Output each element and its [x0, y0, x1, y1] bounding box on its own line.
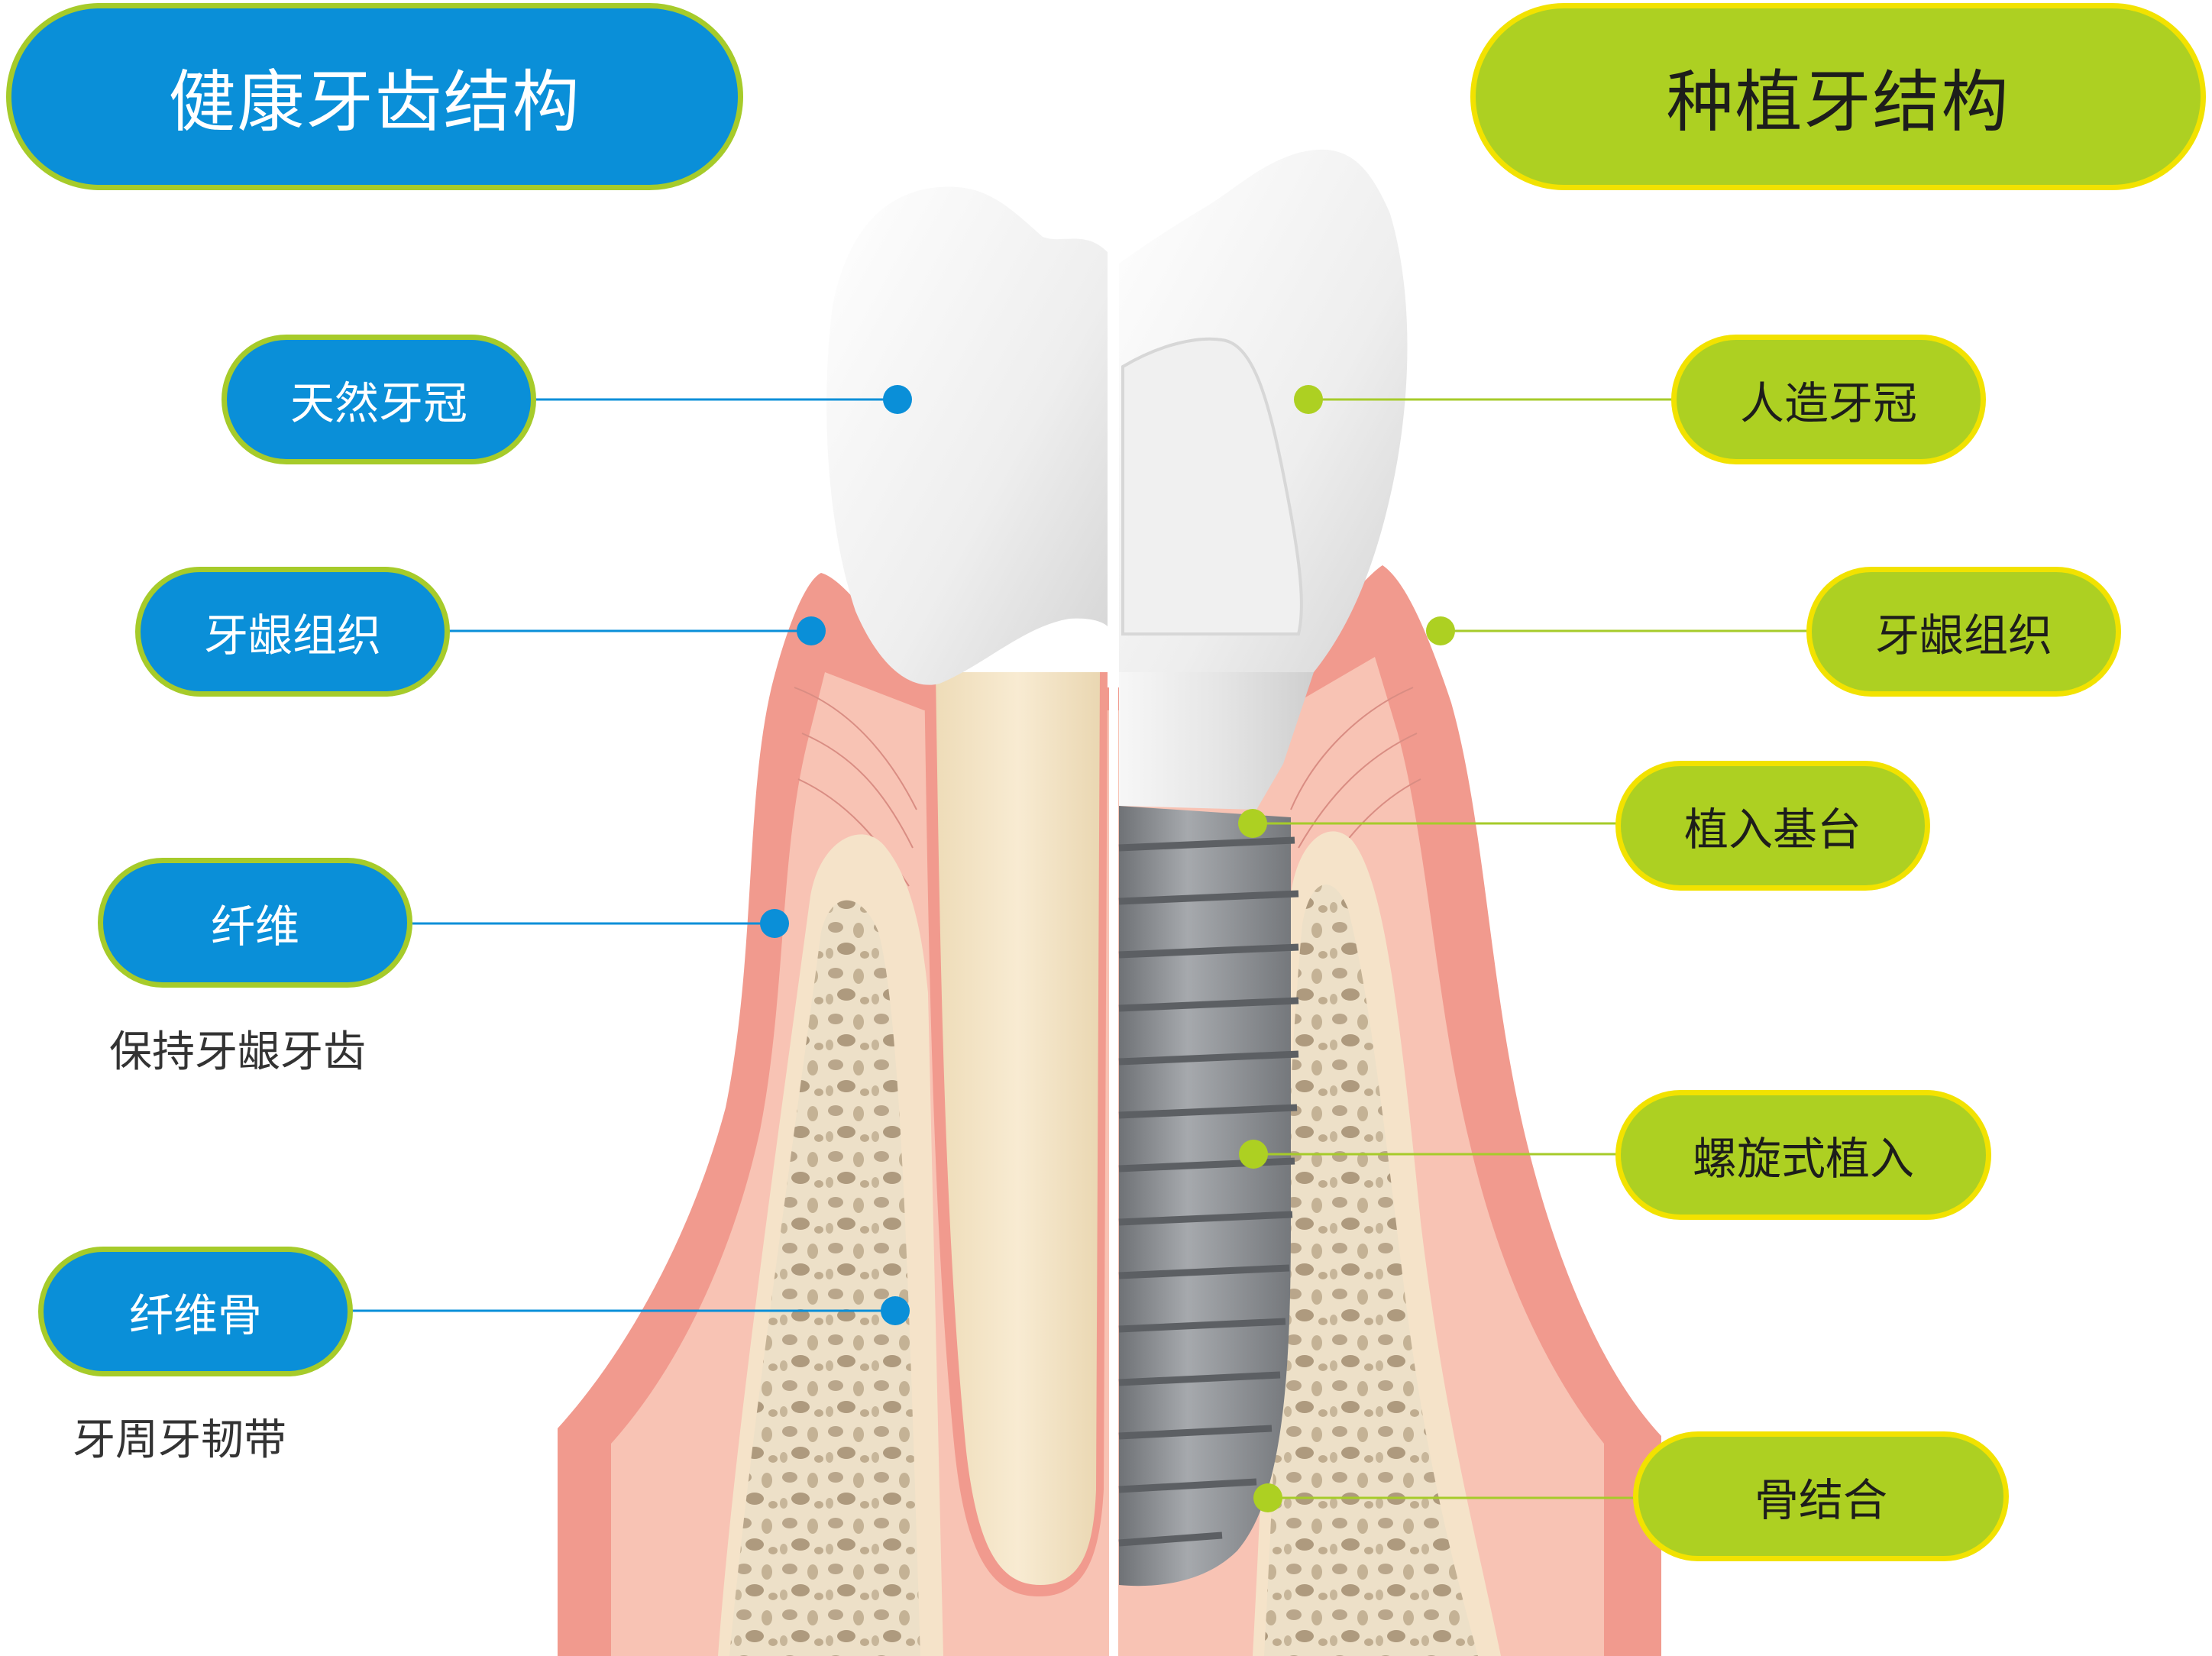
abutment-top	[1121, 337, 1303, 636]
dot-natural-crown	[883, 385, 912, 414]
title-healthy-tooth-text: 健康牙齿结构	[168, 63, 581, 141]
label-gum-tissue-right-text: 牙龈组织	[1874, 610, 2052, 661]
label-abutment: 植入基台	[1615, 761, 1930, 891]
implant-screw	[1119, 806, 1291, 1586]
label-fiber: 纤维	[98, 858, 412, 988]
label-osseointegration: 骨结合	[1633, 1431, 2009, 1561]
implant-threads	[1118, 836, 1299, 1547]
title-healthy-tooth: 健康牙齿结构	[6, 3, 743, 190]
label-fiber-bone: 纤维骨	[38, 1247, 353, 1376]
label-osseointegration-text: 骨结合	[1754, 1474, 1887, 1526]
dot-abutment	[1238, 809, 1267, 838]
label-natural-crown-text: 天然牙冠	[289, 377, 467, 429]
natural-root-dentin	[936, 672, 1100, 1585]
dot-artificial-crown	[1294, 385, 1323, 414]
dot-gum-right	[1426, 616, 1455, 645]
dot-osseo	[1253, 1483, 1282, 1512]
spongy-bone-left	[729, 900, 920, 1656]
note-fiber-bone: 牙周牙韧带	[73, 1415, 286, 1465]
right-dots	[1238, 385, 1455, 1512]
implant-abutment	[1119, 672, 1314, 810]
label-gum-tissue-left: 牙龈组织	[135, 567, 450, 697]
dot-fiber	[760, 909, 789, 938]
label-fiber-bone-text: 纤维骨	[128, 1289, 262, 1341]
label-screw-implant-text: 螺旋式植入	[1692, 1133, 1914, 1185]
label-artificial-crown-text: 人造牙冠	[1739, 377, 1917, 429]
right-leaders	[1253, 398, 1810, 1499]
label-gum-tissue-left-text: 牙龈组织	[203, 610, 381, 661]
label-abutment-text: 植入基台	[1683, 804, 1861, 855]
natural-crown	[826, 186, 1108, 685]
left-leaders	[351, 398, 897, 1312]
left-dots	[760, 385, 912, 1325]
spongy-bone-right	[1264, 884, 1478, 1656]
title-implant-tooth-text: 种植牙结构	[1666, 63, 2010, 141]
label-gum-tissue-right: 牙龈组织	[1806, 567, 2121, 697]
label-fiber-text: 纤维	[210, 901, 299, 953]
dot-screw	[1239, 1140, 1268, 1169]
dot-gum-left	[797, 616, 826, 645]
dot-fiber-bone	[881, 1296, 910, 1325]
title-implant-tooth: 种植牙结构	[1470, 3, 2206, 190]
label-natural-crown: 天然牙冠	[222, 335, 536, 464]
label-artificial-crown: 人造牙冠	[1671, 335, 1986, 464]
label-screw-implant: 螺旋式植入	[1615, 1090, 1991, 1220]
note-fiber: 保持牙龈牙齿	[109, 1027, 366, 1077]
